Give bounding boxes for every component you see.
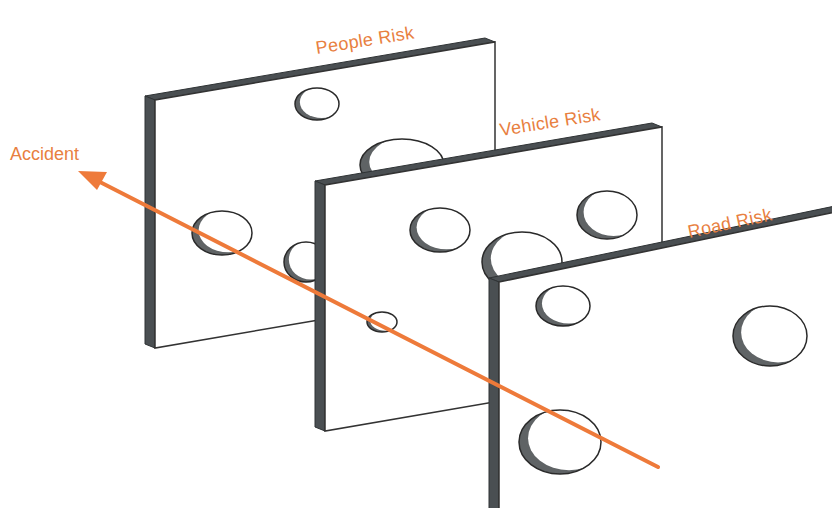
hole-rim [733,306,807,366]
hole-light [417,205,477,249]
hole-light [300,86,344,118]
hole-light [542,284,596,324]
slice-hole [519,406,610,474]
slice-hole [733,302,815,366]
outcome-label: Accident [10,144,79,165]
hole-light [584,188,644,236]
hole-light [741,302,815,362]
hole-rim [410,208,470,252]
slice-hole [410,205,477,252]
slice-hole [295,86,344,120]
slice-outline [484,190,832,508]
hole-light [199,208,259,252]
slice-hole [536,284,596,326]
accident-arrowhead [78,171,107,190]
slice-side-edge [145,96,155,348]
slice-side-edge [489,278,499,508]
hole-light [528,406,610,470]
hole-rim [295,88,339,120]
hole-rim [192,211,252,255]
slice-side-edge [315,181,325,431]
hole-rim [367,312,397,332]
hole-rim [519,410,601,474]
hole-rim [536,286,590,326]
hole-rim [577,191,637,239]
slice-hole [367,311,400,332]
slice-face [499,210,832,508]
slice-hole [577,188,644,239]
cheese-slice: Road Risk [484,190,832,508]
slice-hole [192,208,259,255]
